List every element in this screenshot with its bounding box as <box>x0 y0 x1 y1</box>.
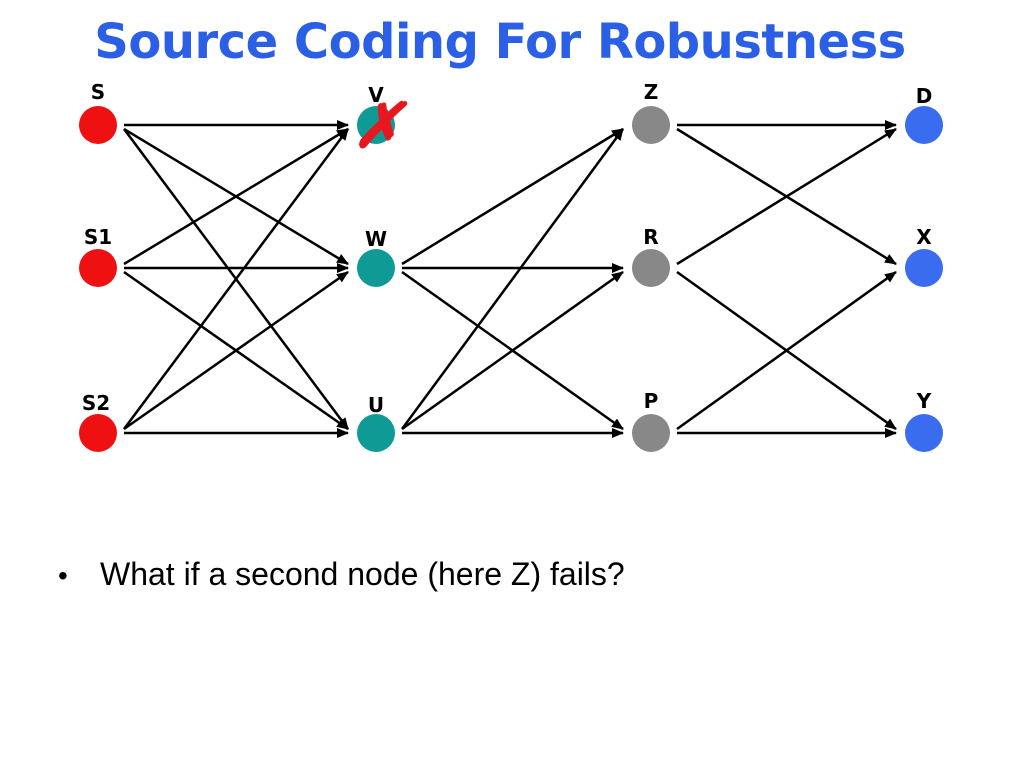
edge-p-x <box>676 270 897 431</box>
bullet-item: • What if a second node (here Z) fails? <box>58 556 625 593</box>
edge-w-z <box>401 127 624 266</box>
slide-title: Source Coding For Robustness <box>94 14 906 70</box>
node-s1 <box>79 249 117 287</box>
edge-s2-w <box>123 270 349 431</box>
node-label-z: Z <box>644 80 659 104</box>
node-label-p: P <box>644 389 659 413</box>
node-label-w: W <box>365 227 387 251</box>
node-p <box>632 414 670 452</box>
node-label-v: V <box>368 83 384 107</box>
node-label-d: D <box>916 84 933 108</box>
bullet-list: • What if a second node (here Z) fails? <box>58 556 625 593</box>
node-label-x: X <box>916 225 932 249</box>
nodes <box>79 106 943 452</box>
node-label-u: U <box>368 393 384 417</box>
edges <box>122 120 897 438</box>
node-label-s2: S2 <box>82 391 110 415</box>
node-d <box>905 106 943 144</box>
node-s2 <box>79 414 117 452</box>
node-label-s: S <box>91 80 105 104</box>
node-label-s1: S1 <box>84 225 112 249</box>
edge-u-r <box>401 270 624 431</box>
failure-marks: ✗ <box>352 89 408 162</box>
node-w <box>357 249 395 287</box>
bullet-text: What if a second node (here Z) fails? <box>100 556 625 592</box>
node-v <box>357 106 395 144</box>
node-z <box>632 106 670 144</box>
node-x <box>905 249 943 287</box>
node-r <box>632 249 670 287</box>
edge-r-d <box>676 127 897 266</box>
node-label-r: R <box>643 225 658 249</box>
failure-mark-icon: ✗ <box>352 89 408 162</box>
edge-s1-v <box>123 127 349 266</box>
edge-s2-v <box>122 128 350 430</box>
bullet-icon: • <box>58 560 68 591</box>
edge-u-z <box>400 128 625 430</box>
node-u <box>357 414 395 452</box>
node-s <box>79 106 117 144</box>
node-y <box>905 414 943 452</box>
node-label-y: Y <box>916 389 932 413</box>
